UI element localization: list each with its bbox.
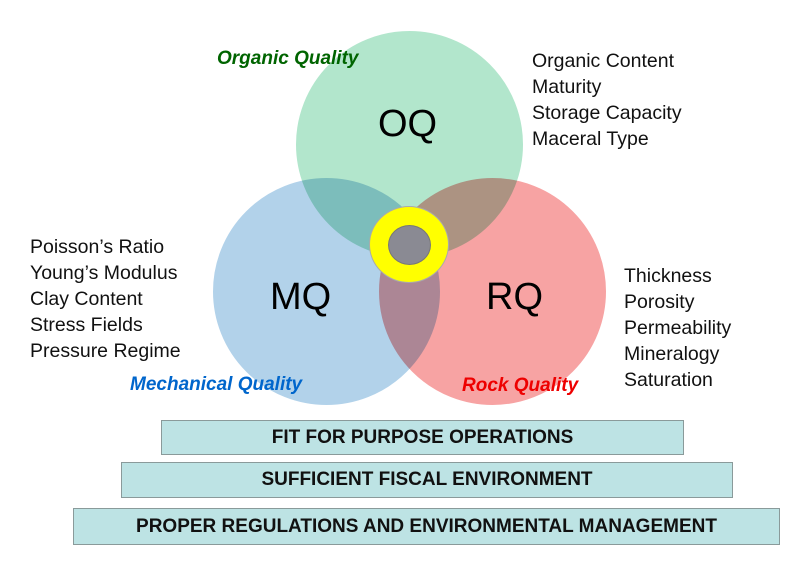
rock-attributes-list: Thickness Porosity Permeability Mineralo… bbox=[624, 263, 731, 393]
organic-quality-title: Organic Quality bbox=[217, 48, 359, 69]
center-core bbox=[388, 225, 431, 265]
organic-attributes-list: Organic Content Maturity Storage Capacit… bbox=[532, 48, 682, 152]
foundation-fiscal: SUFFICIENT FISCAL ENVIRONMENT bbox=[121, 462, 733, 498]
mechanical-attributes-list: Poisson’s Ratio Young’s Modulus Clay Con… bbox=[30, 234, 181, 364]
list-item: Permeability bbox=[624, 317, 732, 339]
list-item: Maturity bbox=[532, 76, 602, 98]
rq-label: RQ bbox=[486, 276, 543, 318]
foundation-operations: FIT FOR PURPOSE OPERATIONS bbox=[161, 420, 684, 455]
list-item: Organic Content bbox=[532, 50, 674, 72]
list-item: Porosity bbox=[624, 291, 695, 313]
mechanical-quality-title: Mechanical Quality bbox=[130, 374, 303, 395]
mq-label: MQ bbox=[270, 276, 332, 318]
list-item: Poisson’s Ratio bbox=[30, 236, 165, 258]
oq-label: OQ bbox=[378, 103, 438, 145]
list-item: Pressure Regime bbox=[30, 340, 181, 362]
list-item: Thickness bbox=[624, 265, 712, 287]
list-item: Stress Fields bbox=[30, 314, 143, 336]
list-item: Young’s Modulus bbox=[30, 262, 178, 284]
list-item: Maceral Type bbox=[532, 128, 649, 150]
list-item: Mineralogy bbox=[624, 343, 720, 365]
list-item: Storage Capacity bbox=[532, 102, 682, 124]
rock-quality-title: Rock Quality bbox=[462, 375, 579, 396]
list-item: Clay Content bbox=[30, 288, 143, 310]
foundation-regulations: PROPER REGULATIONS AND ENVIRONMENTAL MAN… bbox=[73, 508, 780, 545]
list-item: Saturation bbox=[624, 369, 713, 391]
